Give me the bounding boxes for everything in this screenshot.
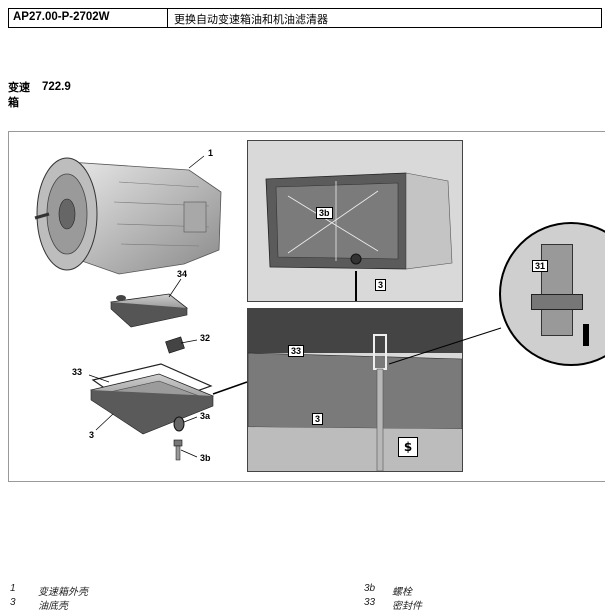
exploded-drawing: [34, 155, 222, 461]
drain-seal: [173, 416, 185, 432]
legend-item: 33 密封件: [364, 597, 422, 612]
callout-34: 34: [177, 269, 188, 279]
detail-circle-filter-neck: [499, 222, 605, 366]
legend-item: 3b 螺栓: [364, 583, 412, 598]
detail-panel-pan-bottom: 3b 3: [247, 140, 463, 302]
transmission-housing: [34, 157, 222, 275]
detail3-callout-31: 31: [532, 260, 549, 272]
detail-panel-drain: 33 3 $: [247, 308, 463, 472]
filter-plate: [165, 336, 185, 354]
callout-3a: 3a: [200, 411, 211, 421]
callout-1: 1: [208, 148, 214, 158]
transmission-label-line1: 变速: [8, 81, 30, 94]
transmission-type: 变速 箱 722.9: [8, 80, 71, 110]
detail2-callout-33: 33: [288, 345, 305, 357]
oil-filter: [110, 293, 188, 328]
exploded-view-figure: 1 34 32 33 3 3a 3b 3b 3 33 3: [8, 131, 605, 482]
legend-item: 3 油底壳: [10, 597, 68, 612]
legend-item: 1 变速箱外壳: [10, 583, 88, 598]
document-title: 更换自动变速箱油和机油滤清器: [174, 13, 328, 26]
leader-lines: [88, 155, 205, 458]
transmission-label-line2: 箱: [8, 96, 19, 109]
callout-33: 33: [72, 367, 83, 377]
detail1-callout-3: 3: [375, 279, 387, 291]
callout-32: 32: [200, 333, 211, 343]
callout-3b: 3b: [200, 453, 211, 463]
oil-pan: [90, 363, 215, 435]
tool-icon: $: [398, 437, 418, 457]
document-header: AP27.00-P-2702W 更换自动变速箱油和机油滤清器: [8, 8, 602, 28]
transmission-model: 722.9: [42, 81, 71, 93]
detail1-callout-3b: 3b: [316, 207, 333, 219]
callout-3: 3: [89, 430, 95, 440]
drain-bolt: [173, 439, 183, 461]
document-code: AP27.00-P-2702W: [9, 9, 168, 27]
detail2-callout-3: 3: [312, 413, 324, 425]
